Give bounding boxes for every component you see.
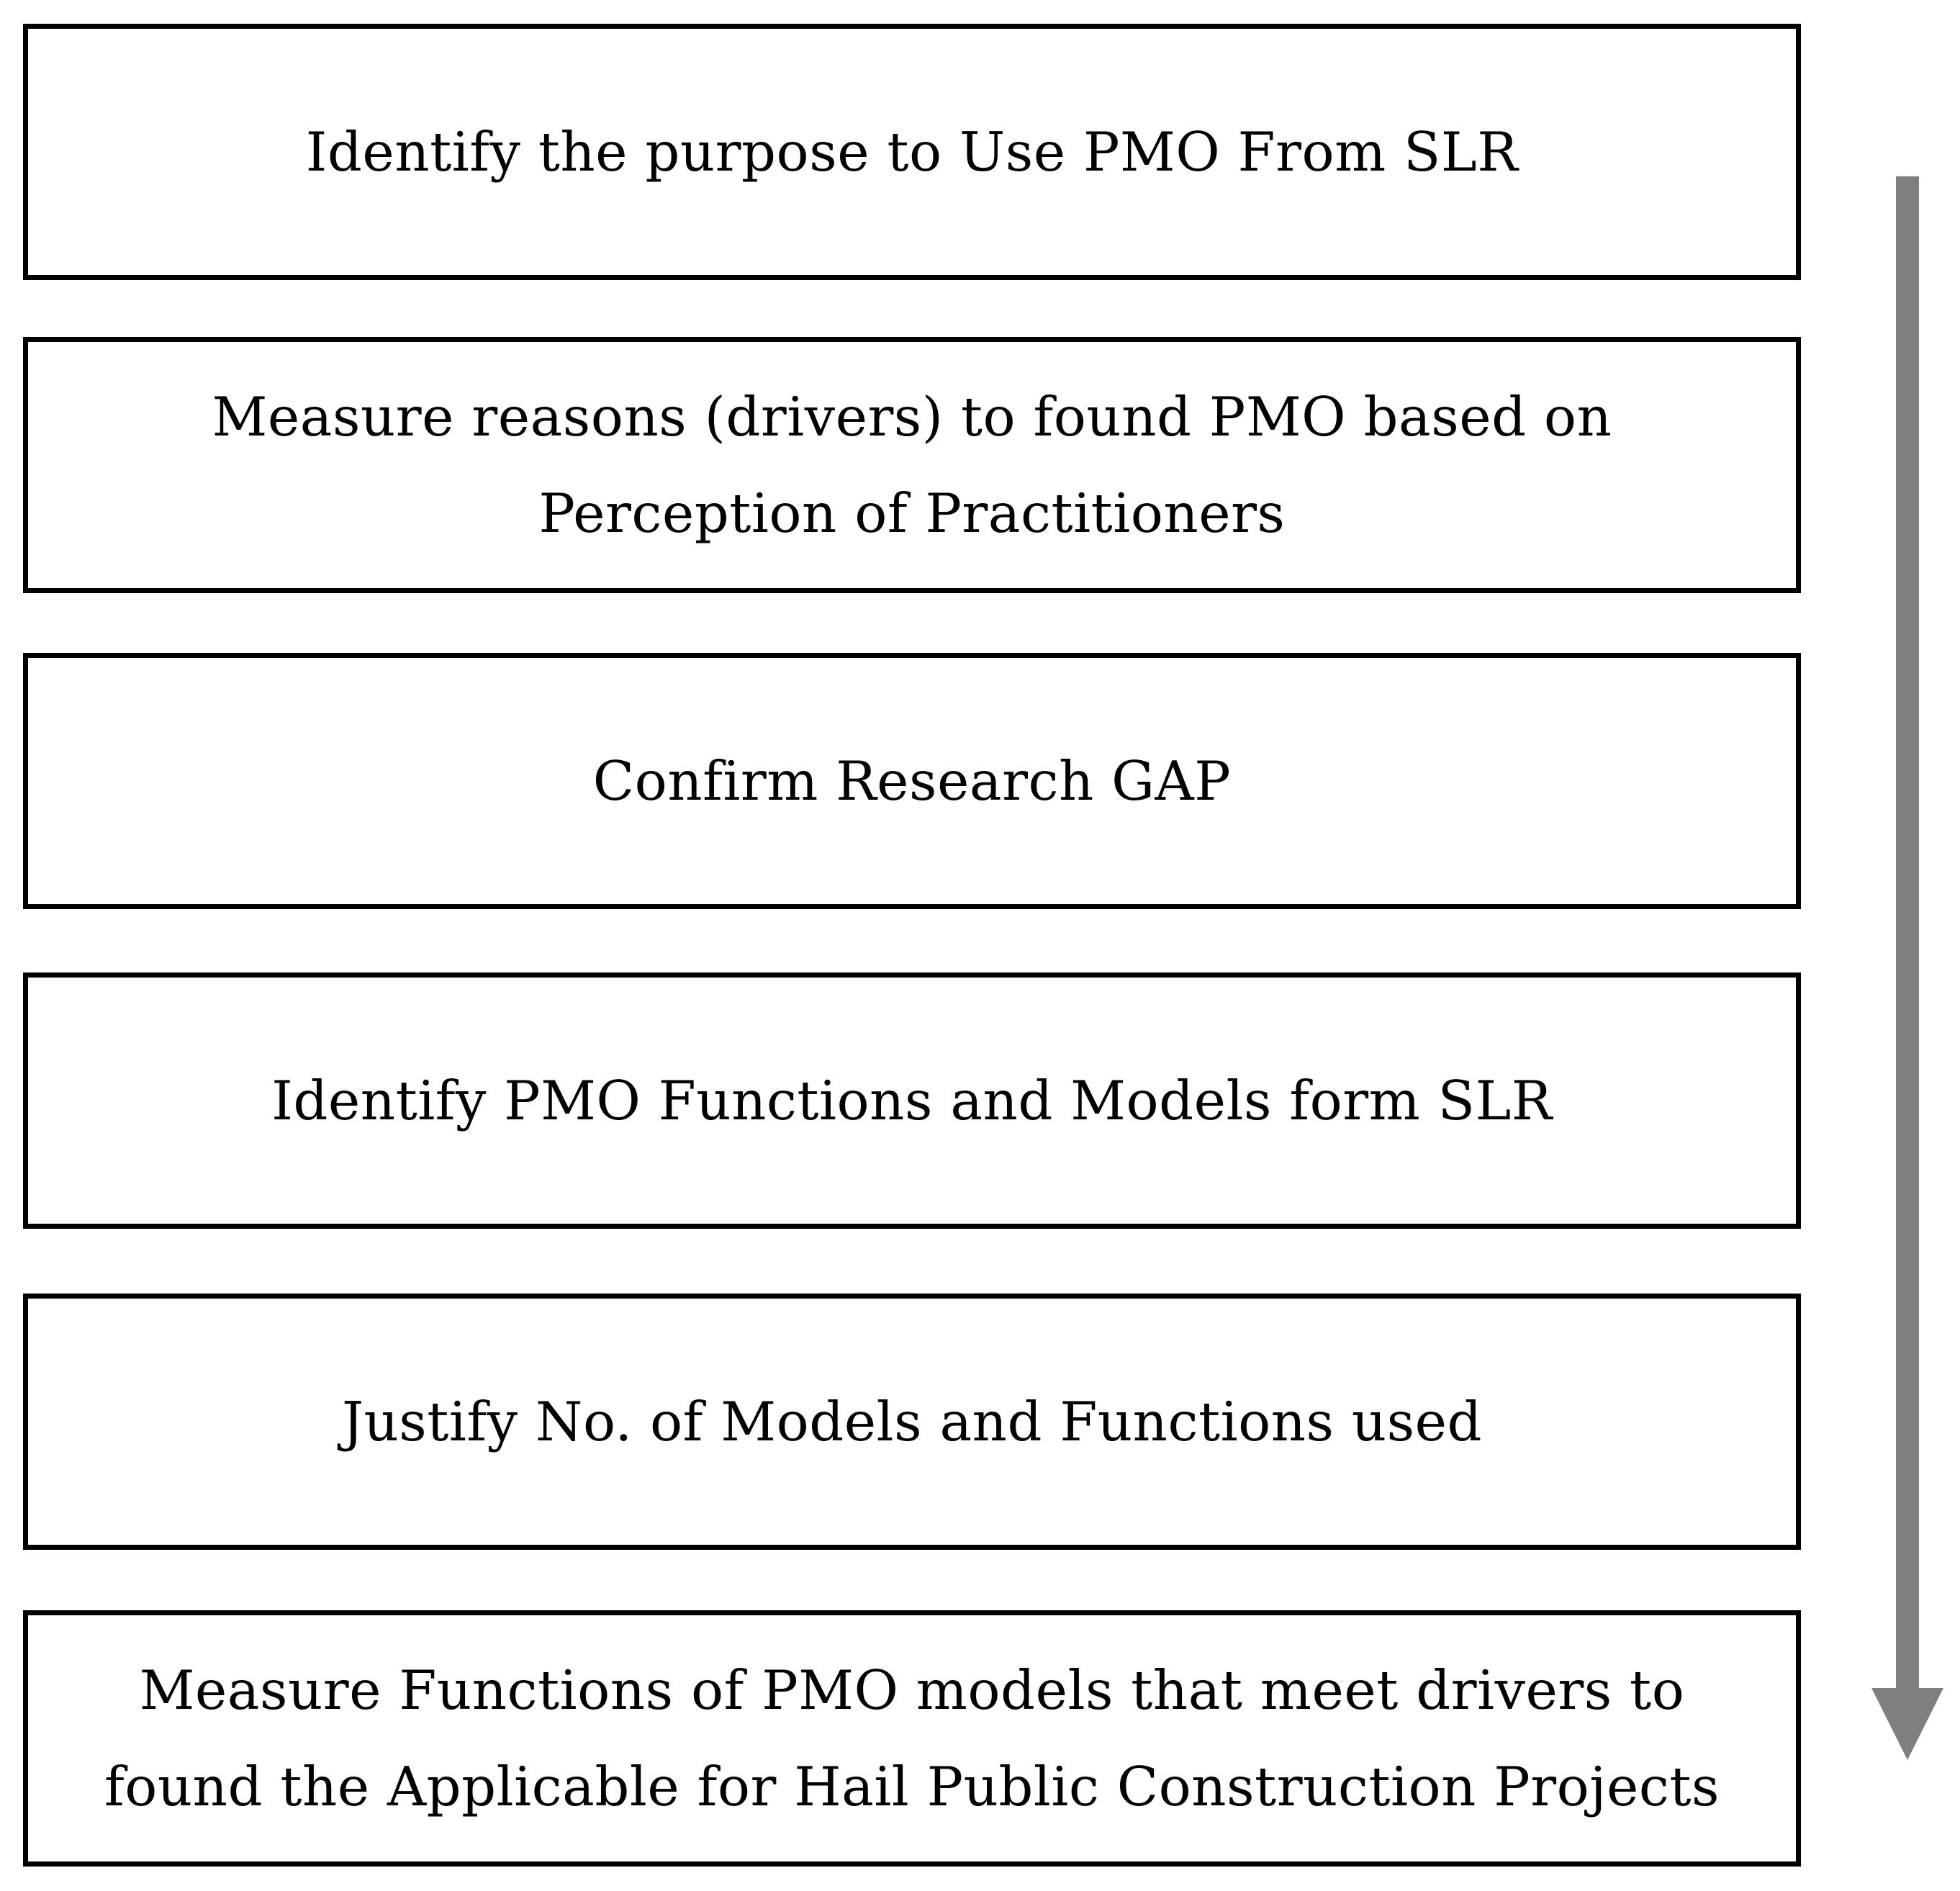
- arrow-shaft: [1896, 176, 1919, 1688]
- step-box-6: Measure Functions of PMO models that mee…: [23, 1610, 1801, 1867]
- step-label-2: Measure reasons (drivers) to found PMO b…: [212, 385, 1612, 545]
- down-arrow-icon: [1871, 176, 1943, 1760]
- step-label-6: Measure Functions of PMO models that mee…: [104, 1658, 1720, 1818]
- step-label-4: Identify PMO Functions and Models form S…: [271, 1069, 1553, 1132]
- step-box-3: Confirm Research GAP: [23, 653, 1801, 909]
- step-label-3: Confirm Research GAP: [592, 749, 1232, 813]
- arrow-head: [1871, 1688, 1943, 1760]
- step-box-4: Identify PMO Functions and Models form S…: [23, 972, 1801, 1229]
- step-label-1: Identify the purpose to Use PMO From SLR: [305, 120, 1519, 184]
- step-label-5: Justify No. of Models and Functions used: [341, 1390, 1483, 1453]
- step-box-5: Justify No. of Models and Functions used: [23, 1294, 1801, 1550]
- step-box-1: Identify the purpose to Use PMO From SLR: [23, 24, 1801, 280]
- step-box-2: Measure reasons (drivers) to found PMO b…: [23, 337, 1801, 593]
